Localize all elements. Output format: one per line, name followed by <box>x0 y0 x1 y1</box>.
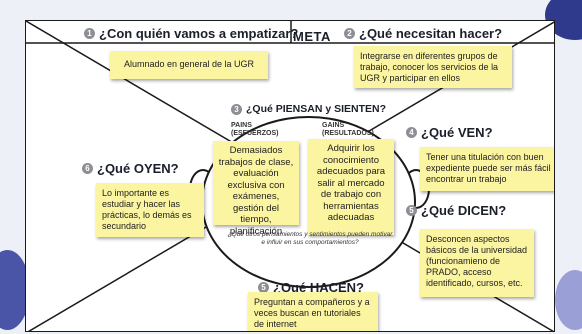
meta-label: META <box>293 29 331 44</box>
pains-label: PAINS (ESFUERZOS) <box>231 122 278 138</box>
decorative-blob-right <box>555 270 582 330</box>
sticky-note-see: Tener una titulación con buen expediente… <box>420 147 554 191</box>
section-number-badge: 2 <box>344 28 355 39</box>
sticky-note-do: Preguntan a compañeros y a veces buscan … <box>248 292 378 331</box>
think-title-text: ¿Qué PIENSAN y SIENTEN? <box>246 103 387 115</box>
section-number-badge: 6 <box>82 163 93 174</box>
section-number-badge: 5 <box>406 205 417 216</box>
gains-label-text: GAINS <box>322 122 345 129</box>
think-question: ¿Qué otros pensamientos y sentimientos p… <box>227 231 393 246</box>
gains-label: GAINS (RESULTADOS) <box>322 122 374 138</box>
need-title: 2 ¿Qué necesitan hacer? <box>344 26 502 41</box>
empathy-map: 1 ¿Con quién vamos a empatizar? META 2 ¿… <box>25 20 555 332</box>
say-title: 5 ¿Qué DICEN? <box>406 203 506 218</box>
empathize-title: 1 ¿Con quién vamos a empatizar? <box>84 26 298 41</box>
section-number-badge: 1 <box>84 28 95 39</box>
pains-label-text: PAINS <box>231 122 252 129</box>
sticky-note-hear: Lo importante es estudiar y hacer las pr… <box>96 183 204 237</box>
section-number-badge: 3 <box>231 103 242 115</box>
say-title-text: ¿Qué DICEN? <box>421 203 507 218</box>
do-title: 5 ¿Qué HACEN? <box>258 280 364 295</box>
pains-sub-text: (ESFUERZOS) <box>231 130 279 137</box>
section-number-badge: 4 <box>406 127 417 138</box>
sticky-note-pains: Demasiados trabajos de clase, evaluación… <box>213 141 299 237</box>
sticky-note-need: Integrarse en diferentes grupos de traba… <box>354 46 512 88</box>
think-title: 3 ¿Qué PIENSAN y SIENTEN? <box>231 103 386 115</box>
sticky-note-say: Desconcen aspectos básicos de la univers… <box>420 229 534 297</box>
section-number-badge: 5 <box>258 282 269 293</box>
empathize-title-text: ¿Con quién vamos a empatizar? <box>99 26 299 41</box>
sticky-note-empathize: Alumnado en general de la UGR <box>110 51 268 79</box>
sticky-note-gains: Adquirir los conocimiento adecuados para… <box>308 139 394 235</box>
see-title: 4 ¿Qué VEN? <box>406 125 493 140</box>
gains-sub-text: (RESULTADOS) <box>322 130 374 137</box>
see-title-text: ¿Qué VEN? <box>421 125 493 140</box>
hear-title-text: ¿Qué OYEN? <box>97 161 179 176</box>
hear-title: 6 ¿Qué OYEN? <box>82 161 179 176</box>
do-title-text: ¿Qué HACEN? <box>273 280 364 295</box>
need-title-text: ¿Qué necesitan hacer? <box>359 26 503 41</box>
